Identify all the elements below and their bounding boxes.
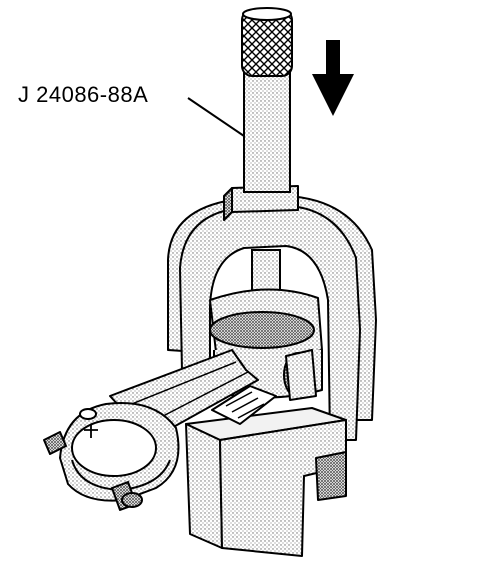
press-yoke: [167, 185, 377, 441]
tool-number-callout: J 24086-88A: [18, 82, 149, 107]
piston-assembly: [209, 288, 323, 401]
press-plunger: [241, 7, 293, 315]
press-base: [185, 385, 347, 557]
down-arrow-icon: [312, 40, 354, 116]
callout-leader: [187, 97, 245, 137]
connecting-rod: [43, 349, 259, 511]
